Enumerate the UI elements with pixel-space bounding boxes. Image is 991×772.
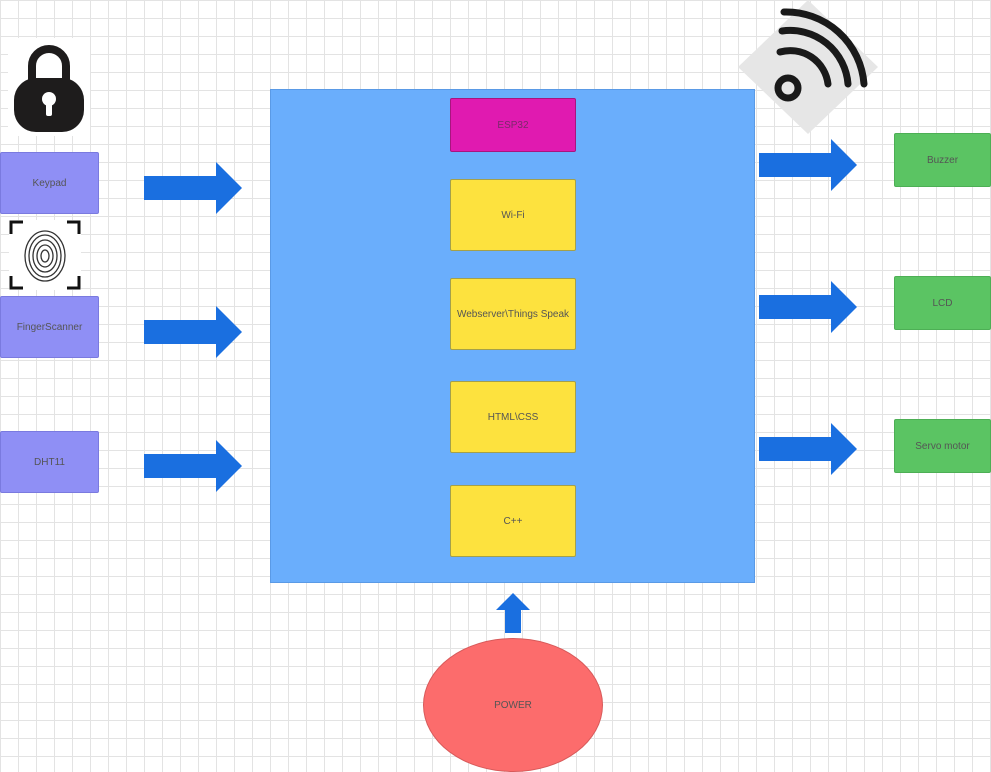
webserver-label: Webserver\Things Speak <box>456 308 570 320</box>
cpp-box: C++ <box>450 485 576 557</box>
power-source: POWER <box>423 638 603 772</box>
keypad-label: Keypad <box>32 177 67 189</box>
wifi-icon <box>738 0 878 134</box>
keypad-box: Keypad <box>0 152 99 214</box>
finger-scanner-label: FingerScanner <box>16 321 83 333</box>
wifi-label: Wi-Fi <box>501 209 525 221</box>
arrow-lcd <box>759 281 857 333</box>
arrow-dht11 <box>144 440 242 492</box>
cpp-label: C++ <box>503 515 523 527</box>
arrow-finger-scanner <box>144 306 242 358</box>
fingerprint-icon <box>9 220 81 290</box>
arrow-power <box>496 593 530 633</box>
servo-label: Servo motor <box>915 440 970 452</box>
html-css-label: HTML\CSS <box>487 411 539 423</box>
buzzer-label: Buzzer <box>926 154 959 166</box>
esp32-label: ESP32 <box>497 119 529 131</box>
lcd-label: LCD <box>932 297 953 309</box>
buzzer-box: Buzzer <box>894 133 991 187</box>
arrow-buzzer <box>759 139 857 191</box>
dht11-box: DHT11 <box>0 431 99 493</box>
finger-scanner-box: FingerScanner <box>0 296 99 358</box>
dht11-label: DHT11 <box>34 456 65 468</box>
lcd-box: LCD <box>894 276 991 330</box>
html-css-box: HTML\CSS <box>450 381 576 453</box>
servo-box: Servo motor <box>894 419 991 473</box>
esp32-box: ESP32 <box>450 98 576 152</box>
wifi-box: Wi-Fi <box>450 179 576 251</box>
webserver-box: Webserver\Things Speak <box>450 278 576 350</box>
lock-icon <box>8 38 90 136</box>
power-label: POWER <box>494 699 532 711</box>
arrow-keypad <box>144 162 242 214</box>
arrow-servo <box>759 423 857 475</box>
